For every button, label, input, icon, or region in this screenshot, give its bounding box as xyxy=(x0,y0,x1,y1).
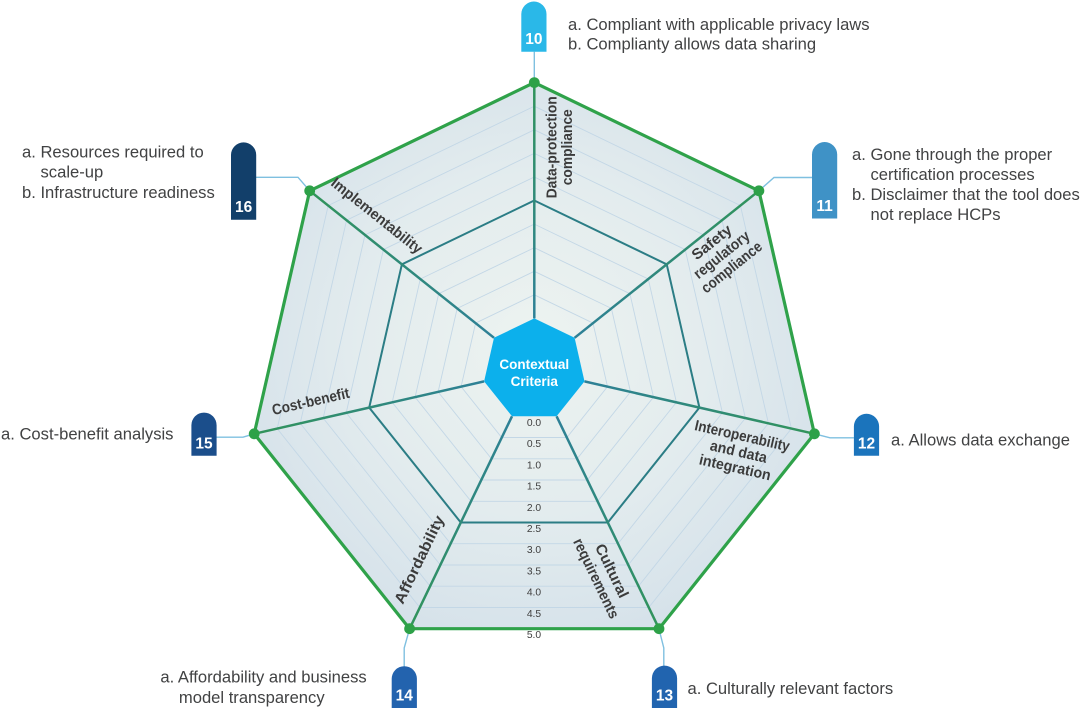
svg-text:scale-up: scale-up xyxy=(41,163,104,182)
svg-text:15: 15 xyxy=(195,435,213,452)
svg-text:2.5: 2.5 xyxy=(527,524,542,535)
svg-text:13: 13 xyxy=(656,688,674,705)
svg-text:b. Complianty allows data shar: b. Complianty allows data sharing xyxy=(568,34,816,53)
svg-text:4.5: 4.5 xyxy=(527,609,542,620)
svg-text:1.0: 1.0 xyxy=(527,460,542,471)
svg-text:5.0: 5.0 xyxy=(527,630,542,641)
svg-text:Contextual: Contextual xyxy=(499,357,569,372)
svg-text:3.5: 3.5 xyxy=(527,567,542,578)
svg-text:Data-protection: Data-protection xyxy=(544,96,561,198)
svg-text:model transparency: model transparency xyxy=(179,688,325,707)
svg-text:a. Gone through the proper: a. Gone through the proper xyxy=(852,145,1053,164)
svg-text:10: 10 xyxy=(525,31,542,48)
svg-text:a. Resources required to: a. Resources required to xyxy=(22,143,204,162)
svg-text:0.5: 0.5 xyxy=(527,439,542,450)
svg-text:b. Infrastructure readiness: b. Infrastructure readiness xyxy=(22,183,215,202)
svg-text:a. Cost-benefit analysis: a. Cost-benefit analysis xyxy=(1,425,173,444)
svg-text:not replace HCPs: not replace HCPs xyxy=(871,205,1001,224)
svg-text:a. Culturally relevant factors: a. Culturally relevant factors xyxy=(688,679,894,698)
svg-text:0.0: 0.0 xyxy=(527,418,542,429)
svg-text:a. Compliant with applicable p: a. Compliant with applicable privacy law… xyxy=(568,15,870,34)
svg-text:1.5: 1.5 xyxy=(527,482,542,493)
svg-text:12: 12 xyxy=(858,435,875,452)
svg-text:2.0: 2.0 xyxy=(527,503,542,514)
svg-text:b. Disclaimer that the tool do: b. Disclaimer that the tool does xyxy=(852,185,1080,204)
svg-text:a. Allows data exchange: a. Allows data exchange xyxy=(891,430,1070,449)
svg-text:a. Affordability and business: a. Affordability and business xyxy=(160,667,366,686)
svg-text:14: 14 xyxy=(396,688,414,705)
svg-text:11: 11 xyxy=(816,198,833,215)
svg-text:4.0: 4.0 xyxy=(527,588,542,599)
svg-text:3.0: 3.0 xyxy=(527,545,542,556)
svg-text:16: 16 xyxy=(235,199,253,216)
svg-text:compliance: compliance xyxy=(559,109,576,185)
svg-text:Criteria: Criteria xyxy=(511,374,559,389)
svg-text:certification processes: certification processes xyxy=(871,165,1035,184)
